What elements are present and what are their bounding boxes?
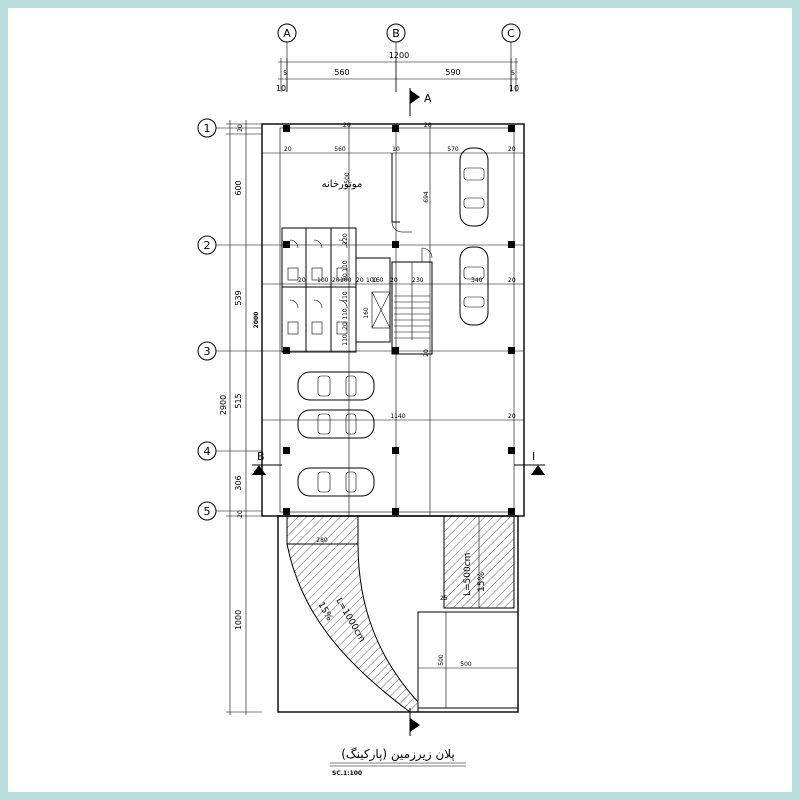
parked-car xyxy=(297,467,375,497)
svg-text:15%: 15% xyxy=(477,572,487,592)
parked-car xyxy=(459,147,489,227)
mechanical-room-label: موتورخانه xyxy=(322,179,363,190)
svg-text:110: 110 xyxy=(342,334,349,346)
svg-text:500: 500 xyxy=(344,172,351,184)
svg-text:20: 20 xyxy=(237,510,244,518)
svg-text:20: 20 xyxy=(424,122,432,129)
basement-floor-plan: A B C 1200 5 560 590 5 10 10 A 1 xyxy=(197,23,545,777)
svg-text:694: 694 xyxy=(423,191,430,203)
section-mark-a-bottom xyxy=(409,708,420,736)
svg-text:340: 340 xyxy=(471,277,483,284)
svg-text:20: 20 xyxy=(342,322,349,330)
svg-text:110: 110 xyxy=(342,260,349,272)
svg-text:100: 100 xyxy=(317,277,329,284)
svg-text:110: 110 xyxy=(342,308,349,320)
svg-text:20: 20 xyxy=(508,277,516,284)
svg-text:560: 560 xyxy=(334,146,346,153)
section-mark-i-right: I xyxy=(514,450,545,475)
svg-text:20: 20 xyxy=(342,273,349,281)
grid-bubble-a: A xyxy=(277,23,297,43)
parked-car xyxy=(459,246,489,326)
straight-ramp: L=500cm 15% 25 xyxy=(440,515,515,609)
svg-text:120: 120 xyxy=(342,233,349,245)
svg-text:2: 2 xyxy=(204,239,211,252)
svg-text:2900: 2900 xyxy=(219,395,228,415)
svg-text:20: 20 xyxy=(390,277,398,284)
service-rooms xyxy=(281,227,391,353)
svg-text:110: 110 xyxy=(342,291,349,303)
svg-text:539: 539 xyxy=(234,290,243,305)
svg-text:20: 20 xyxy=(298,277,306,284)
svg-text:1000: 1000 xyxy=(234,610,243,630)
svg-text:5: 5 xyxy=(511,70,515,77)
svg-text:20: 20 xyxy=(343,122,351,129)
curved-ramp: 280 L=1000cm 15% xyxy=(286,515,419,713)
svg-text:5: 5 xyxy=(283,70,287,77)
svg-text:10: 10 xyxy=(392,146,400,153)
grid-bubble-2: 2 xyxy=(197,235,217,255)
svg-text:20: 20 xyxy=(508,413,516,420)
svg-text:160: 160 xyxy=(372,277,384,284)
svg-text:230: 230 xyxy=(412,277,424,284)
grid-bubble-c: C xyxy=(501,23,521,43)
top-dimension-chain: 1200 5 560 590 5 10 10 xyxy=(276,51,519,93)
stair-core xyxy=(371,247,433,355)
svg-text:5: 5 xyxy=(204,505,211,518)
svg-text:160: 160 xyxy=(363,307,370,319)
svg-text:L=500cm: L=500cm xyxy=(463,553,473,596)
grid-bubble-1: 1 xyxy=(197,118,217,138)
grid-bubble-b: B xyxy=(386,23,406,43)
svg-text:20: 20 xyxy=(423,349,430,357)
svg-text:B: B xyxy=(392,27,400,40)
svg-text:20: 20 xyxy=(284,146,292,153)
svg-text:2000: 2000 xyxy=(253,312,260,329)
svg-text:280: 280 xyxy=(316,537,328,544)
parked-car xyxy=(297,409,375,439)
grid-bubble-5: 5 xyxy=(197,501,217,521)
svg-text:1: 1 xyxy=(204,122,211,135)
structural-columns xyxy=(283,125,515,515)
svg-text:4: 4 xyxy=(204,445,211,458)
mechanical-room-wall xyxy=(391,153,412,233)
ramp-platform: 500 500 xyxy=(417,611,519,709)
section-mark-a-top: A xyxy=(409,88,432,116)
inner-dimensions: 20 560 10 570 20 20 20 20 100 20 100 20 … xyxy=(284,122,516,420)
section-mark-b-left: B xyxy=(252,450,282,475)
svg-text:I: I xyxy=(532,450,535,463)
svg-text:515: 515 xyxy=(234,393,243,408)
svg-text:3: 3 xyxy=(204,345,211,358)
left-dimension-chain: 20 600 539 515 306 20 2900 1000 2000 xyxy=(219,120,262,715)
svg-text:25: 25 xyxy=(440,595,448,602)
svg-text:1200: 1200 xyxy=(389,51,409,60)
svg-text:20: 20 xyxy=(237,124,244,132)
svg-text:A: A xyxy=(283,27,291,40)
grid-bubble-4: 4 xyxy=(197,441,217,461)
svg-text:500: 500 xyxy=(438,654,445,666)
svg-text:B: B xyxy=(257,450,265,463)
svg-text:10: 10 xyxy=(509,84,519,93)
svg-text:20: 20 xyxy=(332,277,340,284)
drawing-sheet: A B C 1200 5 560 590 5 10 10 A 1 xyxy=(8,8,792,792)
parked-car xyxy=(297,371,375,401)
drawing-scale: SC.1:100 xyxy=(332,770,362,777)
svg-text:590: 590 xyxy=(445,68,460,77)
svg-text:570: 570 xyxy=(447,146,459,153)
svg-text:20: 20 xyxy=(508,146,516,153)
svg-text:20: 20 xyxy=(356,277,364,284)
svg-text:10: 10 xyxy=(276,84,286,93)
grid-bubble-3: 3 xyxy=(197,341,217,361)
svg-text:100: 100 xyxy=(340,277,352,284)
svg-text:306: 306 xyxy=(234,475,243,490)
svg-text:1140: 1140 xyxy=(390,413,405,420)
svg-text:A: A xyxy=(424,92,432,105)
svg-text:500: 500 xyxy=(460,661,472,668)
grid-lines xyxy=(262,124,524,516)
svg-text:600: 600 xyxy=(234,180,243,195)
svg-text:560: 560 xyxy=(334,68,349,77)
svg-text:100: 100 xyxy=(366,277,378,284)
svg-text:C: C xyxy=(507,27,515,40)
drawing-title-block: پلان زیرزمین (پارکینگ) SC.1:100 xyxy=(330,747,466,777)
drawing-title: پلان زیرزمین (پارکینگ) xyxy=(341,747,455,762)
